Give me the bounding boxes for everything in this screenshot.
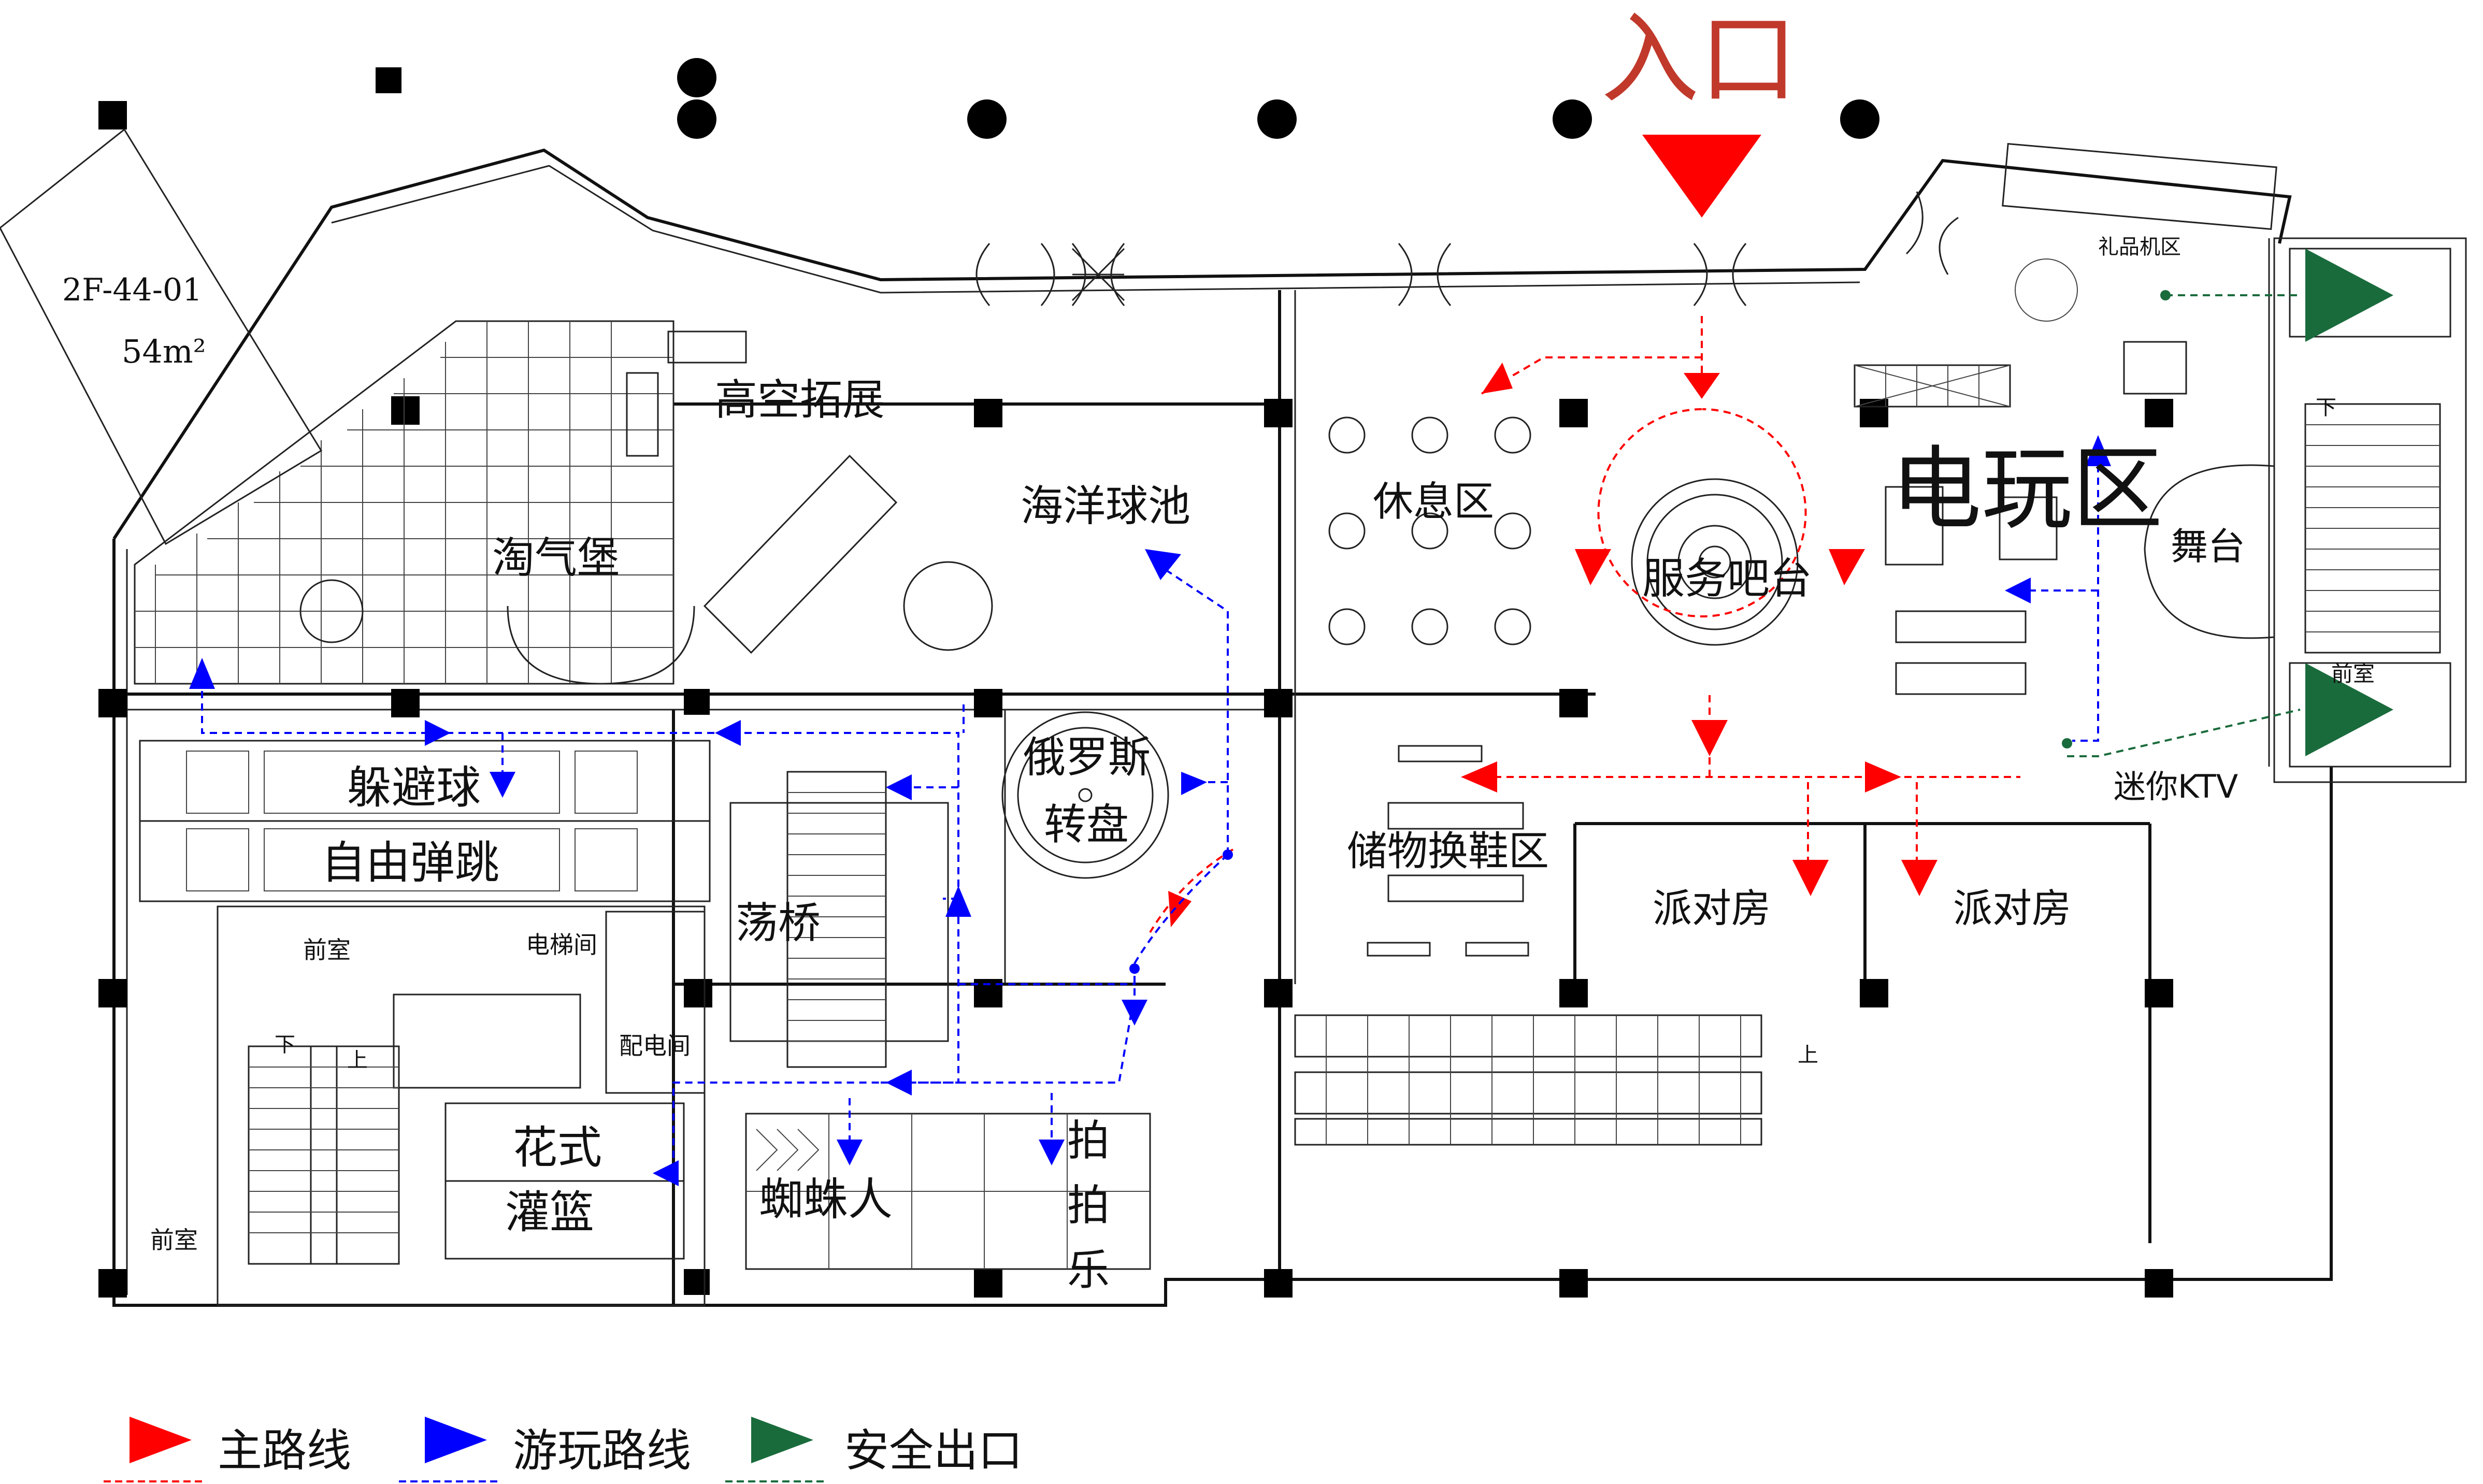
- safety-exit-marker-lower: [2305, 663, 2393, 756]
- stair-up-right: 上: [1798, 1043, 1818, 1067]
- unit-area: 54m²: [122, 333, 206, 370]
- stair-down-left: 下: [275, 1033, 295, 1057]
- exit-route: [2062, 249, 2393, 757]
- zone-fancy-basket-2: 灌篮: [505, 1187, 594, 1238]
- zone-front-room-2: 前室: [150, 1226, 198, 1254]
- legend-main-route: 主路线: [104, 1417, 351, 1482]
- rest-area-tables: [1328, 416, 1531, 645]
- zone-high-altitude: 高空拓展: [715, 376, 885, 425]
- zone-rest-area: 休息区: [1373, 479, 1494, 525]
- service-bar: [1631, 478, 1799, 646]
- entrance-marker: 入口: [1601, 2, 1798, 218]
- zone-pat-2: 拍: [1067, 1181, 1110, 1230]
- legend-safety-exit-label: 安全出口: [844, 1425, 1023, 1477]
- unit-boundary: [0, 128, 323, 545]
- legend-main-route-label: 主路线: [218, 1425, 351, 1477]
- zone-dodgeball: 躲避球: [347, 762, 481, 814]
- zone-front-room-1: 前室: [303, 936, 351, 964]
- zone-swing-bridge: 荡桥: [736, 899, 821, 948]
- zone-pat-1: 拍: [1067, 1116, 1110, 1165]
- zone-labels: 2F-44-01 54m² 高空拓展 淘气堡 海洋球池 休息区 服务吧台 电玩区…: [62, 235, 2375, 1295]
- zone-elevator-room: 电梯间: [526, 931, 597, 959]
- zone-spiderman: 蜘蛛人: [759, 1174, 893, 1226]
- stair-up-left: 上: [347, 1048, 368, 1072]
- zone-free-bounce: 自由弹跳: [321, 837, 499, 889]
- legend-play-route: 游玩路线: [399, 1417, 691, 1482]
- stair-down-right: 下: [2316, 396, 2336, 420]
- arcade-machines: [1854, 142, 2277, 695]
- zone-gift-machine: 礼品机区: [2098, 235, 2181, 259]
- escalators: [1294, 1014, 1762, 1146]
- naughty-castle-grid: [134, 320, 993, 685]
- service-core: [217, 403, 2441, 1306]
- zone-pat-3: 乐: [1067, 1246, 1110, 1295]
- russian-turntable: [1001, 711, 1169, 879]
- zone-party-room-1: 派对房: [1653, 885, 1771, 931]
- zone-ocean-ball-pool: 海洋球池: [1021, 482, 1190, 531]
- legend: 主路线 游玩路线 安全出口: [104, 1417, 1023, 1482]
- stage-platform: [2144, 464, 2275, 639]
- main-route: [1149, 316, 2020, 933]
- locker-benches: [1367, 745, 1529, 957]
- zone-service-desk: 服务吧台: [1642, 554, 1812, 603]
- play-route: [189, 435, 2111, 1186]
- swing-bridge: [729, 771, 949, 1068]
- zone-russian-turntable-1: 俄罗斯: [1023, 733, 1151, 782]
- zone-naughty-castle: 淘气堡: [492, 534, 620, 583]
- entrance-label: 入口: [1601, 2, 1798, 117]
- unit-code: 2F-44-01: [62, 272, 202, 308]
- outer-walls: [112, 148, 2467, 1307]
- zone-locker-shoes: 储物换鞋区: [1347, 828, 1549, 875]
- zone-party-room-2: 派对房: [1953, 885, 2071, 931]
- entrance-doors: [975, 191, 1959, 306]
- safety-exit-marker-upper: [2305, 249, 2393, 342]
- zone-stage: 舞台: [2171, 525, 2245, 568]
- bottom-play-grid: [444, 1102, 1151, 1270]
- zone-arcade: 电玩区: [1891, 437, 2163, 542]
- structural-columns: [98, 58, 2173, 1298]
- zone-fancy-basket-1: 花式: [513, 1122, 602, 1174]
- trampoline-grid: [139, 740, 711, 902]
- zone-mini-ktv: 迷你KTV: [2114, 768, 2238, 805]
- zone-power-room: 配电间: [619, 1032, 691, 1060]
- legend-safety-exit: 安全出口: [725, 1417, 1023, 1482]
- legend-play-route-label: 游玩路线: [513, 1425, 691, 1477]
- zone-front-room-3: 前室: [2331, 661, 2375, 686]
- zone-russian-turntable-2: 转盘: [1044, 800, 1129, 849]
